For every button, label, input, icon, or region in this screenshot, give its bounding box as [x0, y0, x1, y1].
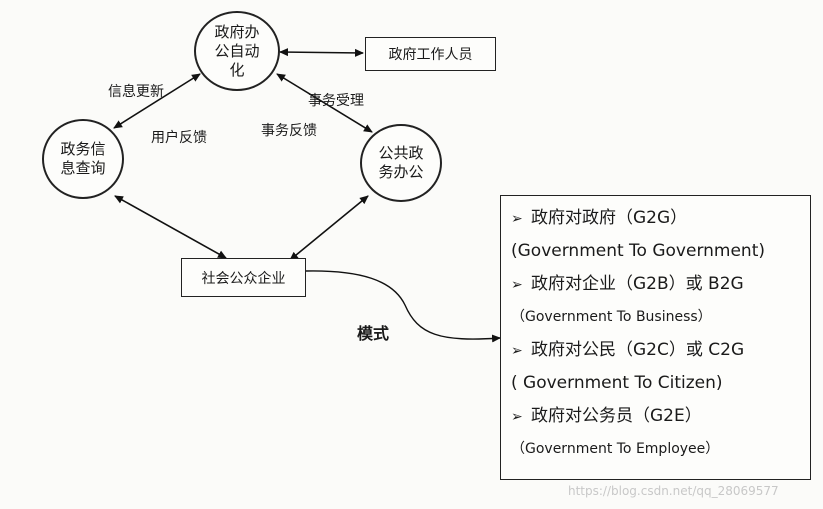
node-society-enterprise: 社会公众企业 [181, 258, 306, 297]
edge-office-public [276, 73, 373, 133]
arrow-bullet-icon: ➢ [511, 211, 523, 227]
mode-item-text: 政府对企业（G2B）或 B2G [531, 274, 744, 294]
node-society-enterprise-label: 社会公众企业 [201, 270, 286, 287]
mode-item: ➢ 政府对公民（G2C）或 C2G [511, 334, 802, 367]
node-gov-office-automation: 政府办 公自动 化 [194, 11, 280, 91]
mode-item: （Government To Employee） [511, 433, 802, 466]
mode-item-text: （Government To Business） [511, 309, 712, 325]
arrow-bullet-icon: ➢ [511, 277, 523, 293]
mode-item-text: 政府对公民（G2C）或 C2G [531, 340, 745, 360]
mode-item-text: (Government To Government) [511, 241, 766, 261]
mode-item-text: ( Government To Citizen) [511, 373, 723, 393]
node-gov-office-automation-label: 政府办 公自动 化 [214, 22, 260, 79]
modes-list-box: ➢ 政府对政府（G2G） (Government To Government) ➢… [500, 195, 811, 480]
mode-item: ➢ 政府对企业（G2B）或 B2G [511, 268, 802, 301]
mode-item: (Government To Government) [511, 235, 802, 268]
watermark: https://blog.csdn.net/qq_28069577 [568, 484, 779, 498]
node-public-service-office: 公共政 务办公 [360, 124, 442, 202]
edge-public-society [289, 195, 369, 261]
edge-office-staff [279, 48, 364, 57]
edge-label-affairs-accept: 事务受理 [308, 93, 364, 109]
edge-label-info-update: 信息更新 [108, 84, 164, 100]
mode-item-text: 政府对公务员（G2E） [531, 406, 702, 426]
edge-society-modes [305, 270, 501, 343]
mode-item: ( Government To Citizen) [511, 367, 802, 400]
edge-office-info [113, 73, 201, 129]
node-gov-staff: 政府工作人员 [365, 37, 496, 71]
node-gov-staff-label: 政府工作人员 [388, 47, 473, 63]
node-gov-info-query-label: 政务信 息查询 [60, 140, 106, 177]
edge-info-society [114, 195, 227, 259]
mode-item-text: 政府对政府（G2G） [531, 208, 688, 228]
node-public-service-office-label: 公共政 务办公 [378, 144, 424, 181]
node-gov-info-query: 政务信 息查询 [42, 119, 124, 199]
mode-item-text: （Government To Employee） [511, 441, 720, 457]
mode-item: ➢ 政府对公务员（G2E） [511, 400, 802, 433]
arrow-bullet-icon: ➢ [511, 343, 523, 359]
mode-item: （Government To Business） [511, 301, 802, 334]
modes-title: 模式 [357, 324, 390, 343]
edge-label-user-feedback: 用户反馈 [151, 130, 207, 146]
mode-item: ➢ 政府对政府（G2G） [511, 202, 802, 235]
arrow-bullet-icon: ➢ [511, 409, 523, 425]
edge-label-affairs-feedback: 事务反馈 [261, 123, 317, 139]
